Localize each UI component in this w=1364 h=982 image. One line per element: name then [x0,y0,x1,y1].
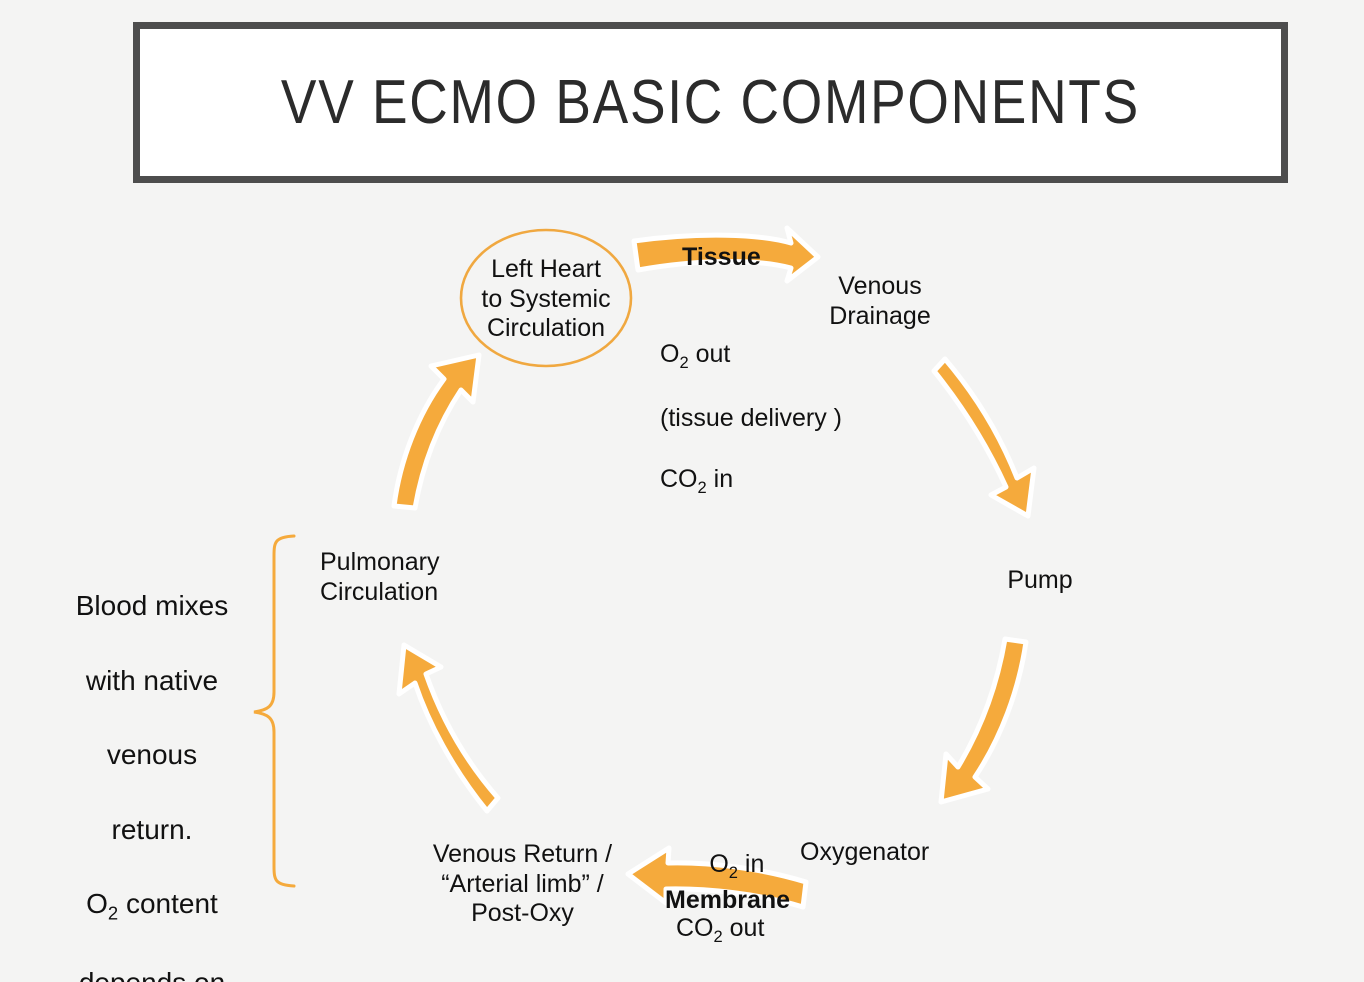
gas-exchange-membrane-block: O2 in CO2 out [676,818,764,978]
side-note-line-5: O2 content [86,888,218,924]
node-label-venous-drainage: Venous Drainage [829,272,931,330]
gas-exchange-tissue-block: O2 out (tissue delivery ) CO2 in [660,308,842,529]
gas-line-co2-in: CO2 in [660,465,734,498]
arrow-label-membrane: Membrane [665,886,791,914]
arrow-pulmonary-to-heart [391,352,482,511]
side-note-line-3: venous [106,739,198,771]
gas-line-co2-out: CO2 out [676,914,765,947]
side-note-line-1: Blood mixes [75,590,229,622]
node-label-oxygenator: Oxygenator [800,838,930,866]
node-label-left-heart: Left Heart to Systemic Circulation [481,255,611,342]
gas-line-tissue-delivery: (tissue delivery ) [660,404,842,433]
arrow-label-tissue: Tissue [682,243,761,271]
node-label-pulmonary-circulation: Pulmonary Circulation [320,548,440,606]
side-note-line-2: with native [85,664,219,696]
arrow-drainage-to-pump [931,356,1037,519]
side-note-line-6: depends on [62,964,242,982]
node-label-pump: Pump [1007,566,1073,594]
page-title: VV ECMO BASIC COMPONENTS [281,68,1140,137]
side-note-line-4: return. [111,813,193,845]
title-box: VV ECMO BASIC COMPONENTS [133,22,1288,183]
gas-line-o2-out: O2 out [660,339,731,372]
side-note-mixing: Blood mixes with native venous return. O… [62,550,242,982]
arrow-pump-to-oxygenator [938,636,1029,805]
node-label-venous-return: Venous Return / “Arterial limb” / Post-O… [432,840,613,927]
annotation-brace [253,534,296,888]
gas-line-o2-in: O2 in [709,849,765,882]
arrow-return-to-pulmonary [396,642,501,814]
